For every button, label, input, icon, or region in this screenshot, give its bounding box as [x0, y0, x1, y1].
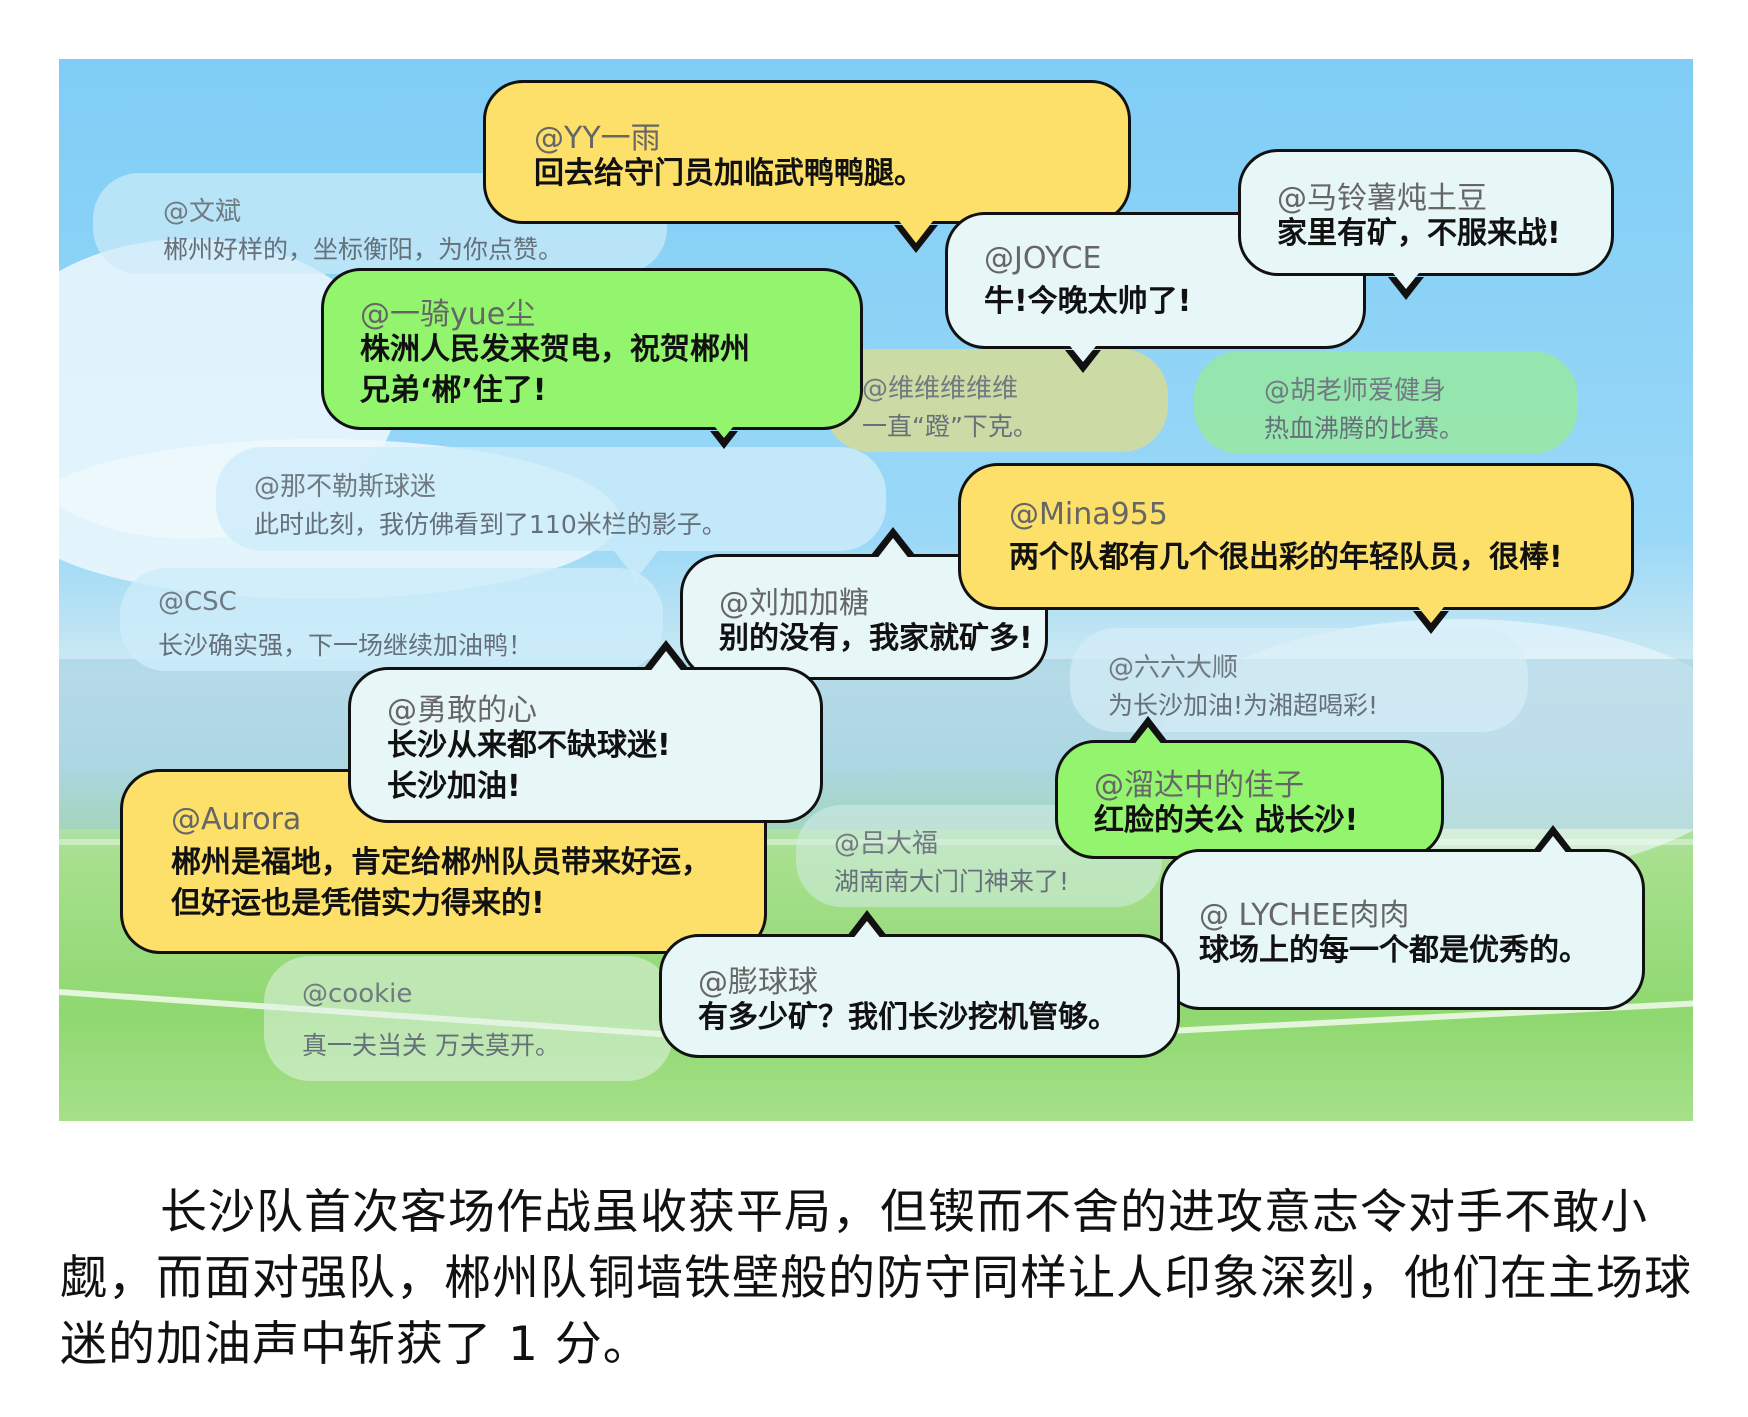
comment-text: 有多少矿？我们长沙挖机管够。	[698, 999, 1118, 1035]
comment-text: 别的没有，我家就矿多!	[719, 620, 1033, 656]
comment-text: 长沙确实强，下一场继续加油鸭！	[158, 630, 534, 660]
bubble-tail	[876, 537, 910, 560]
comment-bubble-lychee: @ LYCHEE肉肉球场上的每一个都是优秀的。	[1160, 825, 1645, 1010]
bubble-tail	[715, 427, 733, 438]
comment-text: 株洲人民发来贺电，祝贺郴州 兄弟‘郴’住了!	[360, 332, 750, 408]
comment-text: 长沙从来都不缺球迷! 长沙加油!	[387, 728, 671, 804]
comment-username: @膨球球	[698, 964, 818, 1000]
bubble-tail	[1538, 835, 1568, 855]
comment-username: @六六大顺	[1108, 652, 1239, 683]
comment-username: @那不勒斯球迷	[254, 471, 437, 502]
bubble-tail	[1393, 273, 1419, 289]
caption-text: 长沙队首次客场作战虽收获平局，但锲而不舍的进攻意志令对手不敢小觑，而面对强队，郴…	[60, 1185, 1692, 1372]
comment-text: 一直“蹬”下克。	[862, 411, 1038, 441]
comment-bubble-peng-qiuqiu: @膨球球有多少矿？我们长沙挖机管够。	[659, 910, 1180, 1058]
comment-bubble-potato: @马铃薯炖土豆家里有矿，不服来战!	[1238, 149, 1614, 300]
comment-username: @Aurora	[171, 801, 302, 837]
comment-bubble-yy-yiyu: @YY一雨回去给守门员加临武鸭鸭腿。	[483, 80, 1131, 253]
comment-bubble-liuliu-dashun: @六六大顺为长沙加油!为湘超喝彩!	[1070, 628, 1528, 732]
comment-bubble-naples-fan: @那不勒斯球迷此时此刻，我仿佛看到了110米栏的影子。	[216, 447, 886, 579]
comment-username: @勇敢的心	[387, 693, 537, 728]
comment-bubble-yiqi-yuechen: @一骑yue尘株洲人民发来贺电，祝贺郴州 兄弟‘郴’住了!	[321, 268, 863, 449]
comment-username: @胡老师爱健身	[1264, 375, 1447, 406]
comment-username: @JOYCE	[984, 241, 1102, 276]
bubble-tail	[1418, 607, 1444, 623]
comment-text: 热血沸腾的比赛。	[1264, 413, 1465, 443]
comment-bubble-brave-heart: @勇敢的心长沙从来都不缺球迷! 长沙加油!	[348, 640, 823, 823]
comment-text: 两个队都有几个很出彩的年轻队员，很棒!	[1009, 540, 1563, 575]
comment-bubble-cookie: @cookie 真一夫当关 万夫莫开。	[264, 956, 673, 1081]
comment-username: @YY一雨	[534, 120, 661, 156]
comment-bubble-mina955: @Mina955 两个队都有几个很出彩的年轻队员，很棒!	[958, 463, 1634, 634]
comment-username: @维维维维维	[862, 373, 1019, 404]
comment-username: @刘加加糖	[719, 585, 869, 621]
comment-bubble-hu-laoshi: @胡老师爱健身热血沸腾的比赛。	[1194, 351, 1578, 454]
comment-text: 家里有矿，不服来战!	[1277, 216, 1561, 251]
comment-bubble-csc: @CSC 长沙确实强，下一场继续加油鸭！	[120, 568, 663, 671]
comment-username: @CSC	[158, 586, 237, 617]
comment-text: 球场上的每一个都是优秀的。	[1199, 933, 1589, 968]
comment-bubble-weiwei: @维维维维维一直“蹬”下克。	[824, 349, 1168, 452]
comment-username: @马铃薯炖土豆	[1277, 181, 1487, 216]
comment-username: @一骑yue尘	[360, 297, 536, 332]
comment-username: @ LYCHEE肉肉	[1199, 898, 1410, 933]
bubble-tail	[852, 920, 882, 940]
comment-username: @Mina955	[1009, 497, 1168, 532]
bubble-tail	[649, 650, 683, 673]
comment-text: 红脸的关公 战长沙!	[1094, 803, 1359, 838]
comment-text: 郴州是福地，肯定给郴州队员带来好运， 但好运也是凭借实力得来的!	[171, 844, 711, 921]
comment-bubble-liuda-jiazi: @溜达中的佳子红脸的关公 战长沙!	[1055, 716, 1444, 859]
bubble-tail	[1133, 726, 1163, 746]
comment-text: 此时此刻，我仿佛看到了110米栏的影子。	[254, 510, 727, 540]
comment-username: @文斌	[163, 197, 242, 228]
article-caption: 长沙队首次客场作战虽收获平局，但锲而不舍的进攻意志令对手不敢小觑，而面对强队，郴…	[60, 1180, 1700, 1378]
comment-username: @吕大福	[834, 829, 939, 860]
bubble-tail	[1070, 346, 1096, 362]
comment-text: 郴州好样的，坐标衡阳，为你点赞。	[163, 234, 564, 264]
comment-text: 牛!今晚太帅了!	[984, 284, 1192, 319]
comment-text: 回去给守门员加临武鸭鸭腿。	[534, 155, 924, 191]
comment-text: 真一夫当关 万夫莫开。	[302, 1031, 560, 1060]
bubble-tail	[899, 221, 933, 243]
comment-username: @cookie	[302, 978, 413, 1009]
comment-username: @溜达中的佳子	[1094, 768, 1304, 803]
illustration-stadium-comments: @文斌郴州好样的，坐标衡阳，为你点赞。 @维维维维维一直“蹬”下克。 @胡老师爱健身…	[59, 59, 1693, 1121]
comment-text: 湖南南大门门神来了!	[834, 867, 1070, 897]
comment-text: 为长沙加油!为湘超喝彩!	[1108, 691, 1379, 721]
